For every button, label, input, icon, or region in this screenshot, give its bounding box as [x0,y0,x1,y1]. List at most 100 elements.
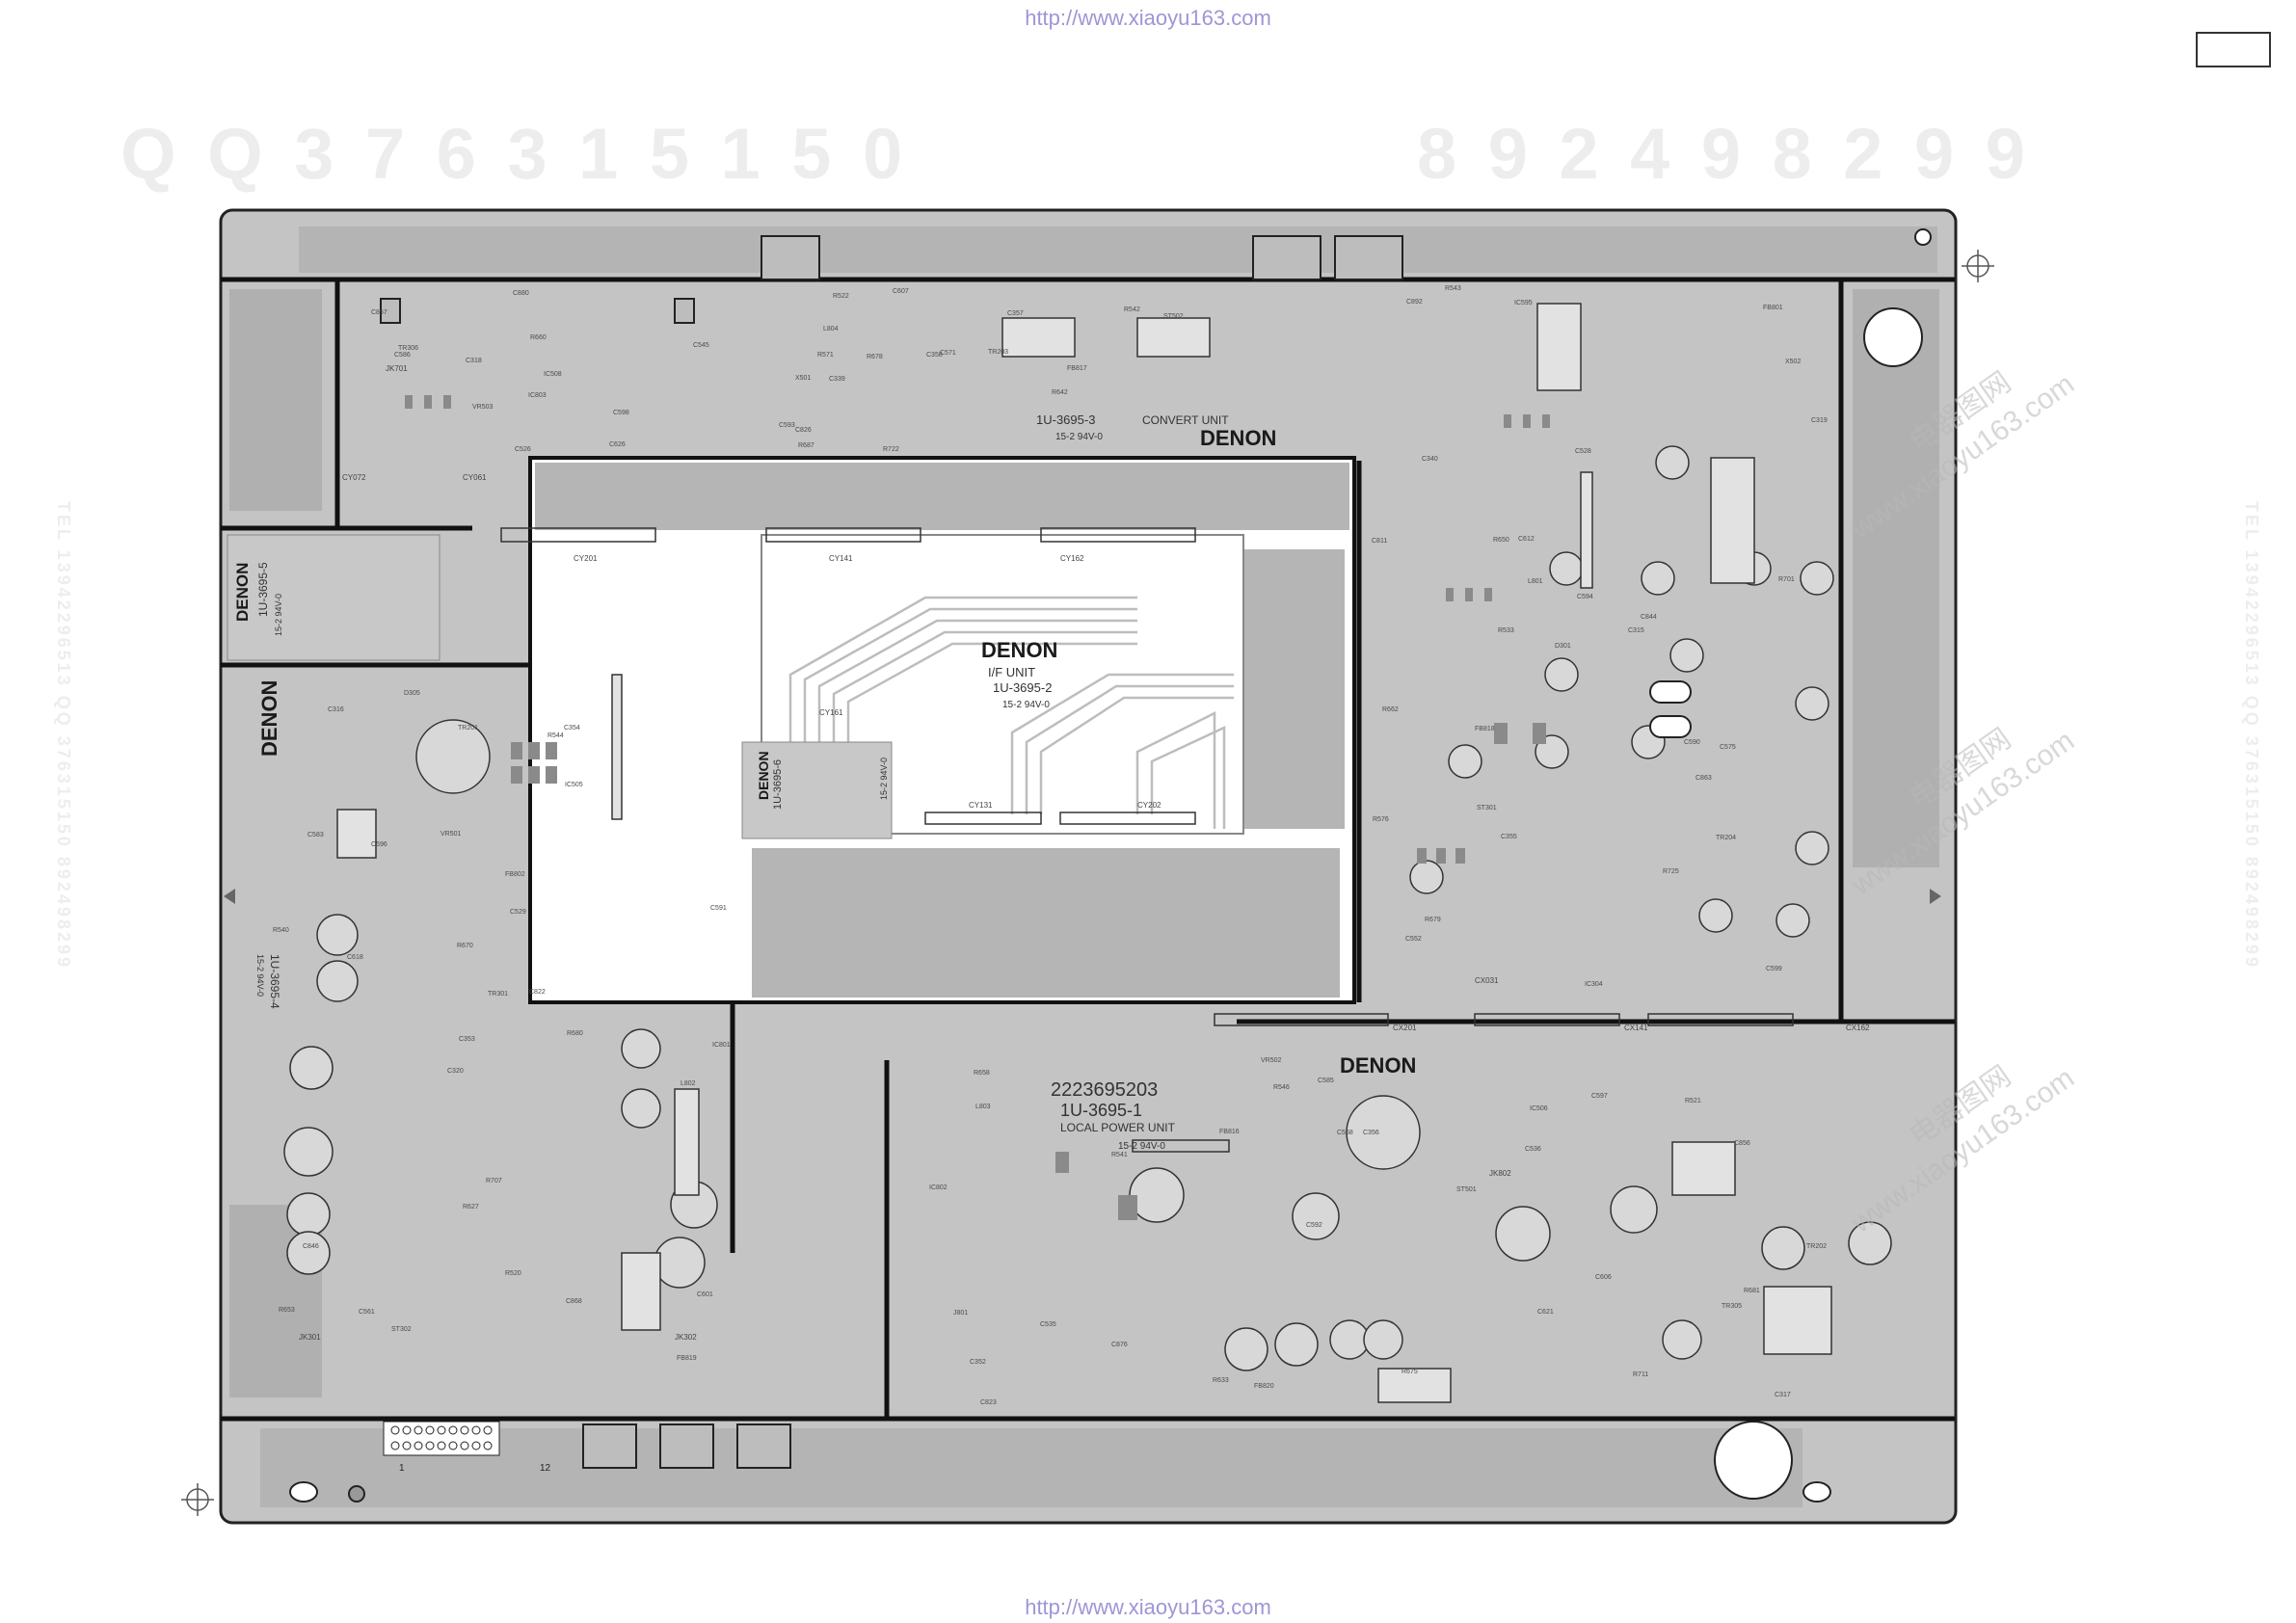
header-pin-block [383,1421,500,1456]
component-ref-label: C597 [1591,1093,1608,1100]
brand-logo-sub5: DENON [233,563,252,622]
component-ref-label: C618 [347,954,363,961]
component-ref-label: C826 [795,427,812,434]
component-ref-label: C340 [1422,456,1438,463]
sub4-cert: 15-2 94V-0 [255,954,265,997]
component-ref-label: R660 [530,334,547,341]
connector-label: CX031 [1475,976,1499,985]
component-ref-label: X502 [1785,359,1801,365]
component-ref-label: C353 [459,1036,475,1043]
component-ref-label: R542 [1124,306,1140,313]
connector-label: CY072 [342,473,366,482]
crosshair-icon [181,1483,214,1516]
component-ref-label: R546 [1273,1084,1290,1091]
component-ref-label: C585 [1318,1078,1334,1084]
watermark-qq-right: 8 9 2 4 9 8 2 9 9 [1417,114,2031,194]
brand-logo-if: DENON [981,638,1057,662]
component-ref-label: FB818 [1475,726,1495,732]
source-url-bottom[interactable]: http://www.xiaoyu163.com [1025,1595,1271,1619]
component-ref-label: R633 [1213,1377,1229,1384]
component-ref-label: C339 [829,376,845,383]
brand-logo-sub4: DENON [257,680,281,757]
crosshair-icon [1962,250,1994,282]
component-ref-label: C621 [1537,1309,1554,1316]
sub6-model: 1U-3695-6 [772,759,784,810]
connector-label: CY131 [969,801,993,810]
component-ref-label: L803 [975,1104,991,1110]
component-ref-label: FB819 [677,1355,697,1362]
connector-label: JK701 [386,364,408,373]
brand-logo-sub6: DENON [756,751,771,800]
component-ref-label: R543 [1445,285,1461,292]
convert-unit-title: CONVERT UNIT [1142,413,1229,427]
component-ref-label: C315 [1628,627,1644,634]
component-ref-label: C317 [1775,1392,1791,1398]
mounting-holes [289,228,1932,1503]
source-url-top[interactable]: http://www.xiaoyu163.com [1025,6,1271,30]
component-ref-label: C868 [566,1298,582,1305]
component-ref-label: L801 [1528,578,1543,585]
brand-logo-convert: DENON [1200,426,1276,450]
component-ref-label: R680 [567,1030,583,1037]
component-ref-label: R707 [486,1178,502,1184]
component-ref-label: C822 [529,989,546,996]
center-block-upper [535,463,1349,530]
sub4-model: 1U-3695-4 [268,954,281,1009]
component-ref-label: FB820 [1254,1383,1274,1390]
component-ref-label: R642 [1052,389,1068,396]
sub-board-6 [741,741,893,839]
edge-arrow-icon [224,889,235,904]
component-ref-label: TR305 [1722,1303,1742,1310]
component-ref-label: R725 [1663,868,1679,875]
component-ref-label: C529 [510,909,526,916]
component-ref-label: C612 [1518,536,1535,543]
component-ref-label: IC506 [1530,1105,1548,1112]
convert-unit-cert: 15-2 94V-0 [1055,432,1103,442]
component-ref-label: R520 [505,1270,521,1277]
connector-label: CY061 [463,473,487,482]
component-ref-label: C355 [1501,834,1517,840]
connector-label: CX141 [1624,1024,1648,1032]
component-ref-label: R522 [833,293,849,300]
component-ref-label: C846 [303,1243,319,1250]
side-watermark-right: TEL 13942296513 QQ 376315150 892498299 [2242,501,2261,970]
bottom-edge-strip [260,1428,1802,1507]
component-ref-label: R722 [883,446,899,453]
component-ref-label: C586 [394,352,411,359]
component-ref-label: C590 [1684,739,1700,746]
component-ref-label: TR203 [988,349,1008,356]
component-ref-label: TR301 [488,991,508,998]
component-ref-label: IC508 [544,371,562,378]
component-ref-label: IC304 [1585,981,1603,988]
component-ref-label: R658 [974,1070,990,1077]
watermark-qq-left: Q Q 3 7 6 3 1 5 1 5 0 [120,114,908,194]
component-ref-label: C876 [1111,1342,1128,1348]
if-unit-title: I/F UNIT [988,665,1035,679]
connector-label: CX201 [1393,1024,1417,1032]
component-ref-label: C536 [1525,1146,1541,1153]
power-unit-title: LOCAL POWER UNIT [1060,1121,1176,1134]
connector-labels: CY201 CY141 CY162 CY131 CY202 CY161 CY07… [299,364,1870,1342]
side-watermark-left: TEL 13942296513 QQ 376315150 892498299 [54,501,73,970]
component-ref-label: C601 [697,1291,713,1298]
connector-label: JK301 [299,1333,321,1342]
component-labels: C339C340C353C352C358C355C354C356C357C315… [273,285,1828,1406]
component-ref-label: C575 [1720,744,1736,751]
convert-unit-model: 1U-3695-3 [1036,412,1095,427]
component-ref-label: C857 [371,309,387,316]
component-ref-label: IC803 [528,392,547,399]
connector-label: JK802 [1489,1169,1511,1178]
component-ref-label: C545 [693,342,709,349]
component-ref-label: R670 [457,943,473,949]
component-ref-label: C568 [1337,1130,1353,1136]
component-ref-label: C528 [1575,448,1591,455]
component-ref-label: ST502 [1163,313,1184,320]
component-ref-label: L804 [823,326,839,333]
component-ref-label: C316 [328,706,344,713]
component-ref-label: R653 [279,1307,295,1314]
component-ref-label: X501 [795,375,811,382]
component-ref-label: C571 [940,350,956,357]
component-ref-label: FB817 [1067,365,1087,372]
component-ref-label: TR202 [1806,1243,1827,1250]
connector-label: CY162 [1060,554,1084,563]
